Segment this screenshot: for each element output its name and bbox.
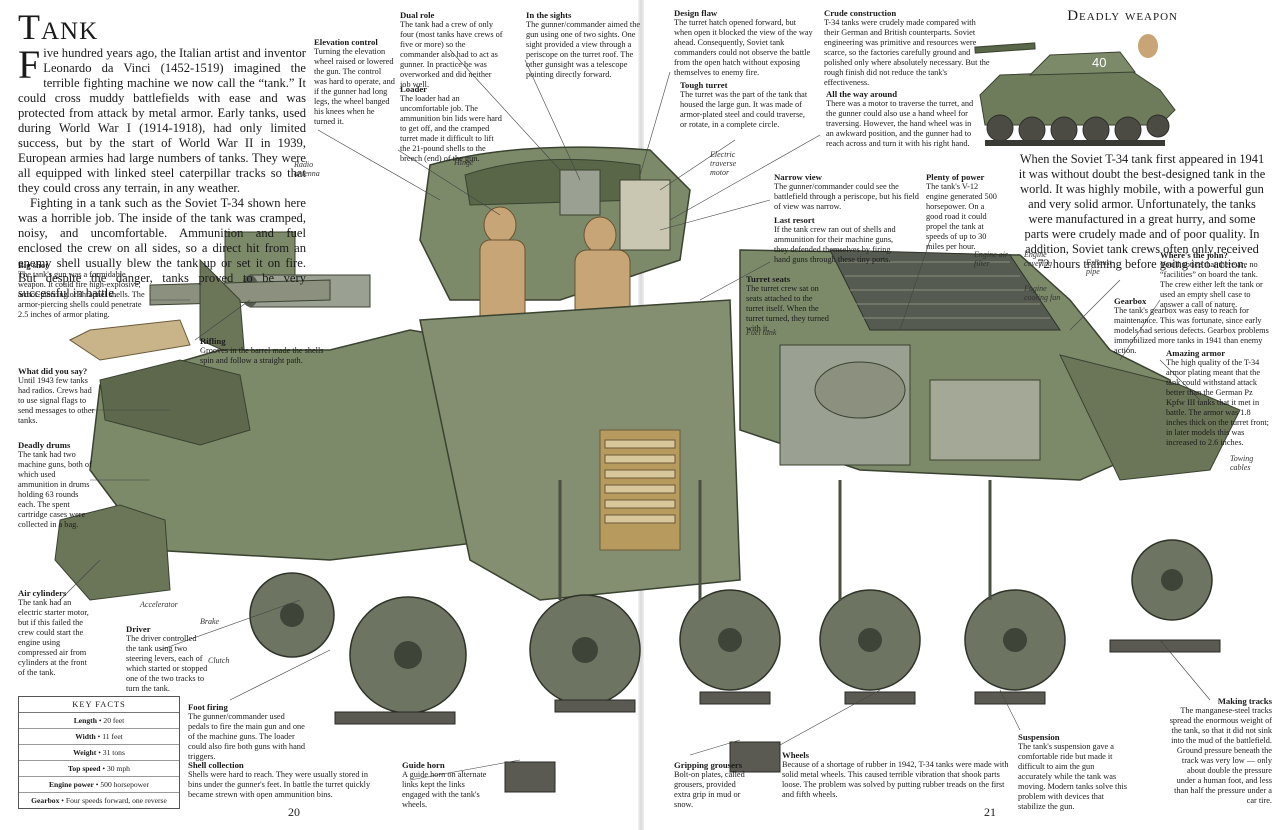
key-facts-heading: KEY FACTS xyxy=(19,697,179,713)
t34-description: When the Soviet T-34 tank first appeared… xyxy=(1018,152,1266,271)
tank-number: 40 xyxy=(1092,55,1106,70)
label-electric-traverse-motor: Electric traverse motor xyxy=(710,150,737,177)
intro-p1-text: ive hundred years ago, the Italian artis… xyxy=(18,46,306,195)
key-fact-row: Engine power • 500 horsepower xyxy=(19,777,179,793)
page-title: Tank xyxy=(18,7,99,47)
page-number-left: 20 xyxy=(288,805,300,819)
key-facts-box: KEY FACTS Length • 20 feet Width • 11 fe… xyxy=(18,696,180,809)
leader-lines xyxy=(59,49,1211,781)
key-fact-row: Weight • 31 tons xyxy=(19,745,179,761)
caption-what-did-you-say: What did you say?Until 1943 few tanks ha… xyxy=(18,366,95,425)
label-accelerator: Accelerator xyxy=(140,600,178,609)
t34-side-view: 40 xyxy=(974,34,1176,146)
section-title: Deadly weapon xyxy=(1067,8,1178,24)
label-engine-cooling-fan: Engine cooling fan xyxy=(1024,284,1061,302)
key-fact-row: Gearbox • Four speeds forward, one rever… xyxy=(31,796,167,805)
label-exhaust-pipe: Exhaust pipe xyxy=(1086,258,1112,276)
label-hinge: Hinge xyxy=(454,158,474,167)
key-fact-row: Width • 11 feet xyxy=(19,729,179,745)
label-fuel-tank: Fuel tank xyxy=(746,328,777,337)
caption-wheres-the-john: Where's the john?You'll notice that ther… xyxy=(1160,250,1263,309)
label-engine-air-filter: Engine air filter xyxy=(974,250,1008,268)
label-engine-covering: Engine covering xyxy=(1024,250,1052,268)
drop-cap: F xyxy=(18,42,41,87)
intro-paragraph-2: Fighting in a tank such as the Soviet T-… xyxy=(18,196,306,300)
label-radio-antenna: Radio antenna xyxy=(294,160,320,178)
label-clutch: Clutch xyxy=(208,656,230,665)
page-number-right: 21 xyxy=(984,805,996,819)
key-fact-row: Top speed • 30 mph xyxy=(19,761,179,777)
key-fact-row: Length • 20 feet xyxy=(19,713,179,729)
label-towing-cables: Towing cables xyxy=(1230,454,1254,472)
label-brake: Brake xyxy=(200,617,220,626)
